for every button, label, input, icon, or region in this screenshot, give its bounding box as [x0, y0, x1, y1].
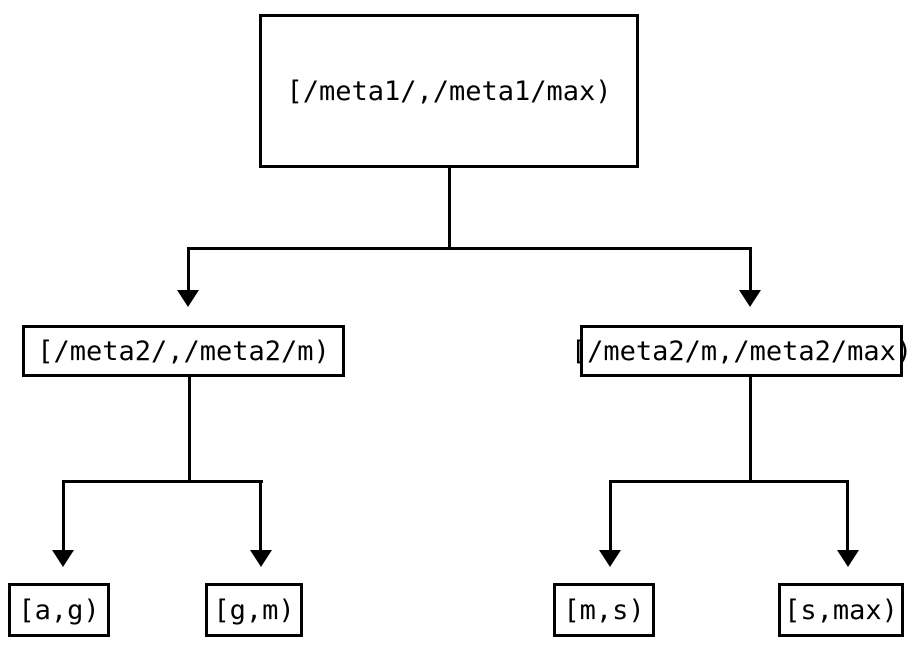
arrow-down-icon — [177, 290, 199, 307]
node-label: [/meta2/m,/meta2/max) — [570, 335, 912, 367]
node-right-range: [/meta2/m,/meta2/max) — [571, 325, 912, 377]
node-label: [/meta1/,/meta1/max) — [286, 75, 612, 107]
node-leaf-ms: [m,s) — [553, 583, 655, 637]
arrow-down-icon — [599, 550, 621, 567]
edge-left-to-gm-line — [259, 480, 262, 552]
node-label: [m,s) — [563, 594, 645, 626]
node-label: [/meta2/,/meta2/m) — [37, 335, 330, 367]
node-label: [g,m) — [213, 594, 295, 626]
arrow-down-icon — [739, 290, 761, 307]
edge-right-to-ms-line — [609, 480, 612, 552]
arrow-down-icon — [837, 550, 859, 567]
node-root-range: [/meta1/,/meta1/max) — [259, 14, 639, 168]
node-label: [s,max) — [784, 594, 898, 626]
edge-left-to-ag-line — [62, 480, 65, 552]
node-leaf-ag: [a,g) — [8, 583, 110, 637]
node-leaf-gm: [g,m) — [205, 583, 303, 637]
edge-root-stem-line — [448, 168, 451, 248]
edge-root-to-left-line — [187, 247, 190, 292]
edge-root-horizontal-line — [187, 247, 752, 250]
node-left-range: [/meta2/,/meta2/m) — [22, 325, 345, 377]
edge-root-to-right-line — [749, 247, 752, 292]
arrow-down-icon — [250, 550, 272, 567]
arrow-down-icon — [52, 550, 74, 567]
edge-right-horizontal-line — [609, 480, 849, 483]
node-label: [a,g) — [18, 594, 100, 626]
edge-left-stem-line — [188, 377, 191, 481]
node-leaf-smax: [s,max) — [778, 583, 904, 637]
edge-left-horizontal-line — [62, 480, 263, 483]
edge-right-stem-line — [749, 377, 752, 481]
edge-right-to-smax-line — [846, 480, 849, 552]
